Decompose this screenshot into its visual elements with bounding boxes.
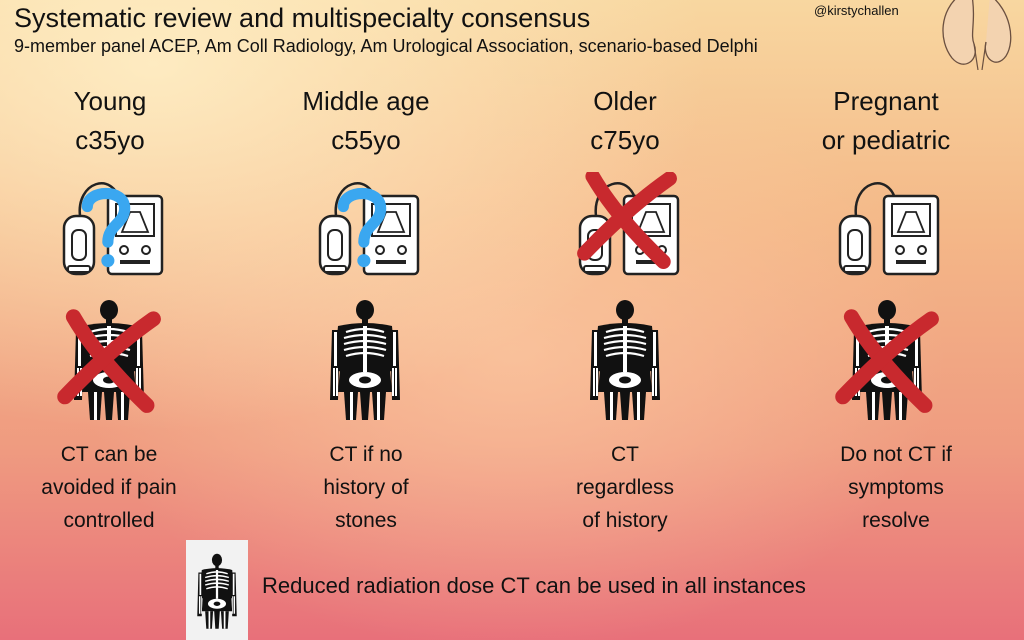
ultrasound-icon bbox=[62, 182, 164, 276]
recommendation-text: CT if no history of stones bbox=[266, 438, 466, 537]
note-line3: stones bbox=[335, 509, 397, 532]
note-line3: of history bbox=[582, 509, 668, 532]
note-line2: symptoms bbox=[848, 476, 944, 499]
footer-statement: Reduced radiation dose CT can be used in… bbox=[262, 573, 806, 598]
column-middle-age: Middle age c55yo bbox=[256, 82, 476, 160]
header-line1: Older bbox=[593, 86, 657, 116]
note-line1: CT bbox=[611, 443, 639, 466]
column-header: Older c75yo bbox=[515, 82, 735, 160]
header-line1: Young bbox=[73, 86, 147, 116]
column-header: Middle age c55yo bbox=[256, 82, 476, 160]
header-line1: Middle age bbox=[302, 86, 430, 116]
page-subtitle: 9-member panel ACEP, Am Coll Radiology, … bbox=[14, 36, 758, 56]
ct-skeleton-icon bbox=[832, 300, 942, 420]
page-title: Systematic review and multispecialty con… bbox=[14, 3, 591, 33]
ct-skeleton-icon bbox=[328, 300, 402, 420]
note-line1: CT if no bbox=[329, 443, 403, 466]
author-handle: @kirstychallen bbox=[814, 3, 899, 18]
ct-skeleton-icon bbox=[54, 300, 164, 420]
column-older: Older c75yo bbox=[515, 82, 735, 160]
note-line3: resolve bbox=[862, 509, 930, 532]
ct-skeleton-icon bbox=[588, 300, 662, 420]
recommendation-text: CT can be avoided if pain controlled bbox=[9, 438, 209, 537]
note-line1: Do not CT if bbox=[840, 443, 952, 466]
ultrasound-icon bbox=[318, 182, 420, 276]
header-line1: Pregnant bbox=[833, 86, 939, 116]
note-line3: controlled bbox=[63, 509, 155, 532]
header-line2: c75yo bbox=[590, 125, 660, 155]
column-header: Pregnant or pediatric bbox=[776, 82, 996, 160]
note-line2: history of bbox=[323, 476, 409, 499]
recommendation-text: CT regardless of history bbox=[525, 438, 725, 537]
column-pregnant-pediatric: Pregnant or pediatric bbox=[776, 82, 996, 160]
header-line2: c55yo bbox=[331, 125, 401, 155]
header-line2: c35yo bbox=[75, 125, 145, 155]
column-young: Young c35yo bbox=[0, 82, 220, 160]
kidney-illustration bbox=[942, 0, 1012, 70]
note-line2: avoided if pain bbox=[41, 476, 177, 499]
low-dose-ct-skeleton-icon bbox=[186, 540, 248, 640]
header-line2: or pediatric bbox=[821, 125, 951, 155]
note-line2: regardless bbox=[575, 476, 675, 499]
column-header: Young c35yo bbox=[0, 82, 220, 160]
ultrasound-icon bbox=[838, 182, 940, 276]
recommendation-text: Do not CT if symptoms resolve bbox=[796, 438, 996, 537]
ultrasound-icon bbox=[574, 172, 680, 276]
note-line1: CT can be bbox=[60, 443, 158, 466]
